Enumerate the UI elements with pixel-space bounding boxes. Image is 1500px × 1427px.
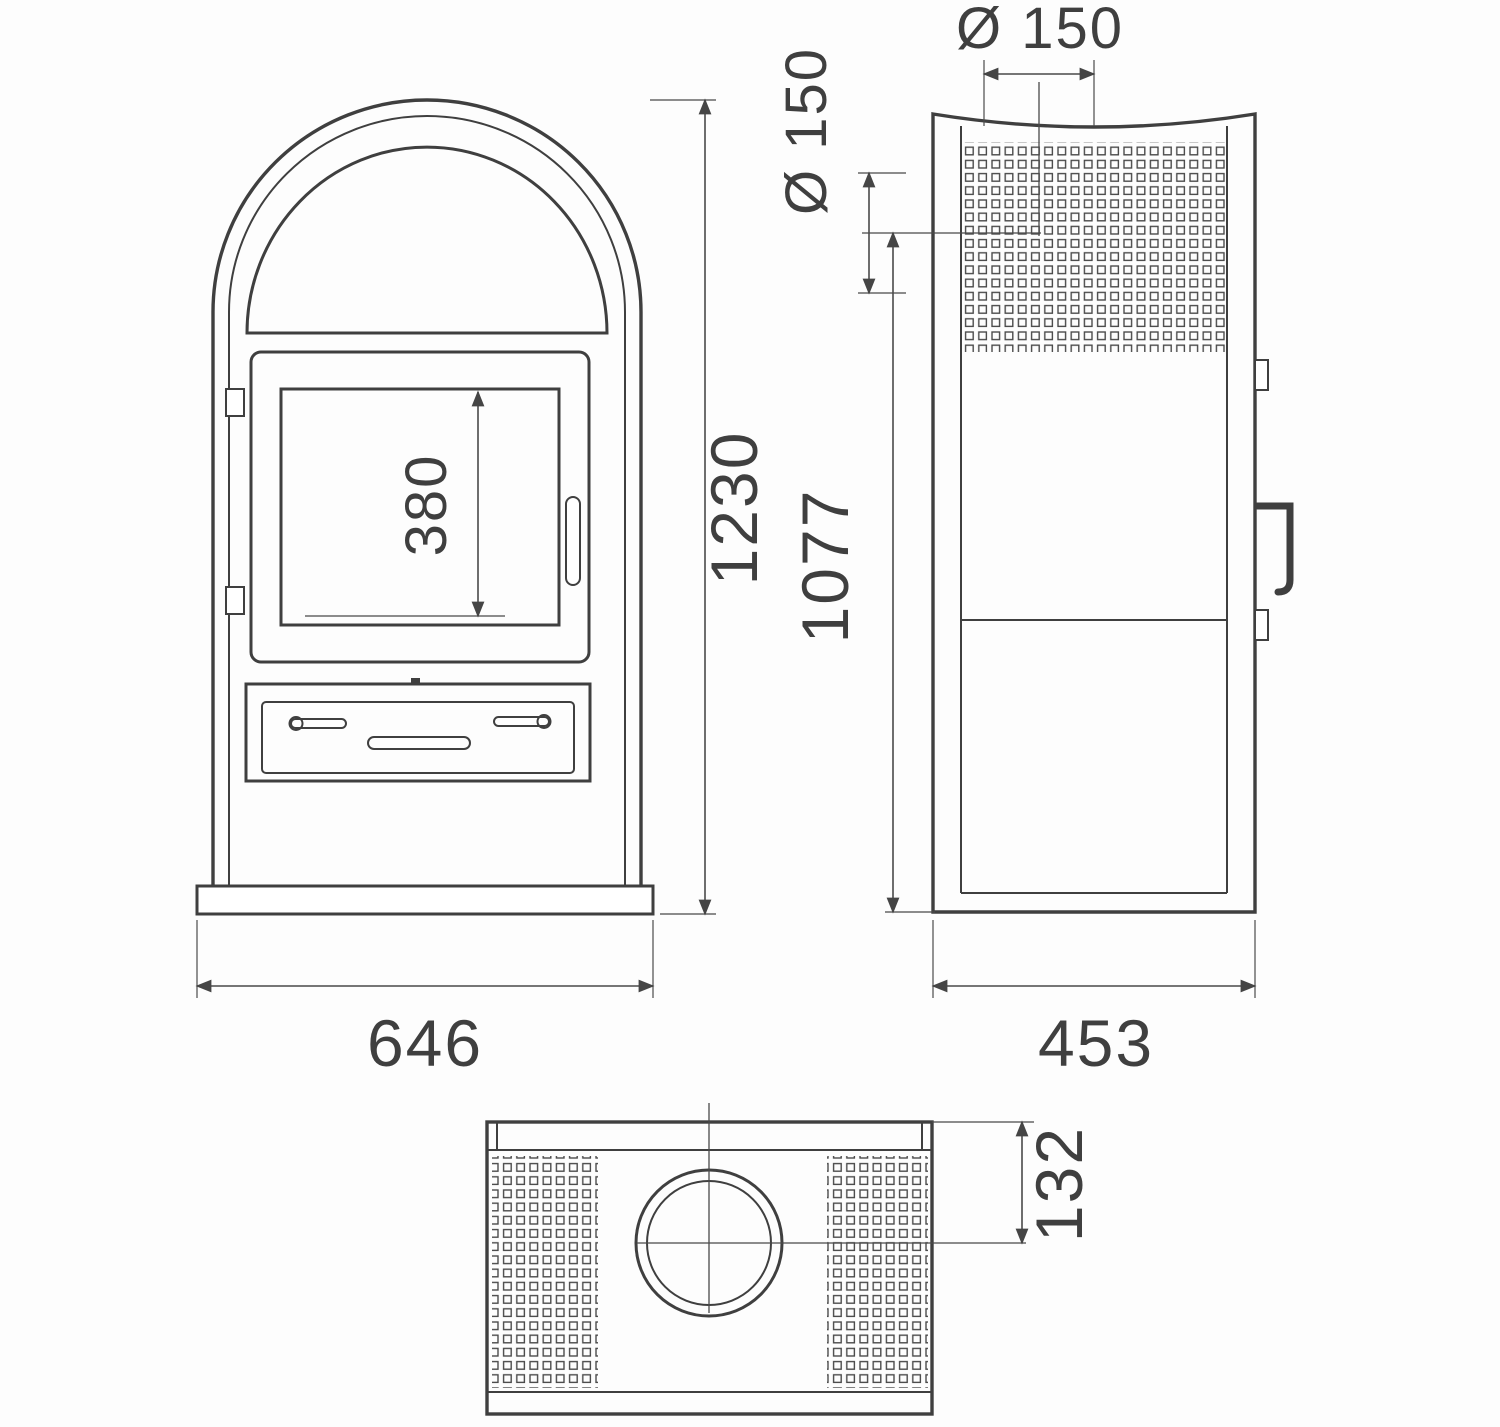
front-body-outer <box>211 98 643 886</box>
dim-flue-diameter-rear-label: Ø 150 <box>774 47 839 215</box>
front-view: 380 <box>195 98 655 916</box>
front-door-handle <box>565 496 581 586</box>
side-view <box>862 82 1294 914</box>
front-arch-window <box>245 145 609 335</box>
dim-front-width-label: 646 <box>367 1006 483 1080</box>
top-view <box>485 1103 1026 1416</box>
dim-flue-diameter-top-label: Ø 150 <box>956 0 1124 61</box>
front-latch <box>411 678 420 685</box>
dim-side-depth: 453 <box>931 920 1257 1080</box>
side-tab-bottom <box>1254 609 1269 641</box>
front-drawer-slot-right-knob <box>536 714 552 729</box>
dim-front-height: 1230 <box>650 98 771 916</box>
front-drawer-inner <box>261 701 575 774</box>
dim-door-glass-height: 380 <box>305 390 505 618</box>
side-tab-top <box>1254 359 1269 391</box>
side-body-outer <box>931 112 1257 914</box>
front-door-glass <box>279 387 561 627</box>
dim-top-flue-offset: 132 <box>932 1120 1096 1245</box>
dim-flue-center-height: 1077 <box>788 231 935 914</box>
dim-front-width: 646 <box>195 920 655 1080</box>
front-drawer-slot-left-knob <box>288 716 304 731</box>
dim-front-height-label: 1230 <box>697 431 771 586</box>
side-perforated-panel <box>963 142 1225 352</box>
dim-flue-center-height-label: 1077 <box>788 489 862 644</box>
dim-door-glass-height-label: 380 <box>394 454 459 557</box>
front-hinge-bottom <box>225 586 245 615</box>
front-drawer-outer <box>244 682 592 783</box>
dim-flue-diameter-top: Ø 150 <box>956 0 1124 126</box>
dim-flue-diameter-rear: Ø 150 <box>774 47 906 295</box>
front-drawer-handle <box>367 736 471 750</box>
front-door <box>249 350 591 664</box>
front-drawer-slot-left <box>290 718 347 729</box>
front-base <box>195 884 655 916</box>
side-door-handle <box>1253 502 1294 596</box>
front-body-inner <box>228 115 626 886</box>
dim-side-depth-label: 453 <box>1038 1006 1154 1080</box>
front-drawer-slot-right <box>493 716 550 727</box>
dim-top-flue-offset-label: 132 <box>1022 1126 1096 1242</box>
front-hinge-top <box>225 388 245 417</box>
top-perforated-panel-left <box>492 1156 598 1388</box>
top-perforated-panel-right <box>827 1156 928 1388</box>
